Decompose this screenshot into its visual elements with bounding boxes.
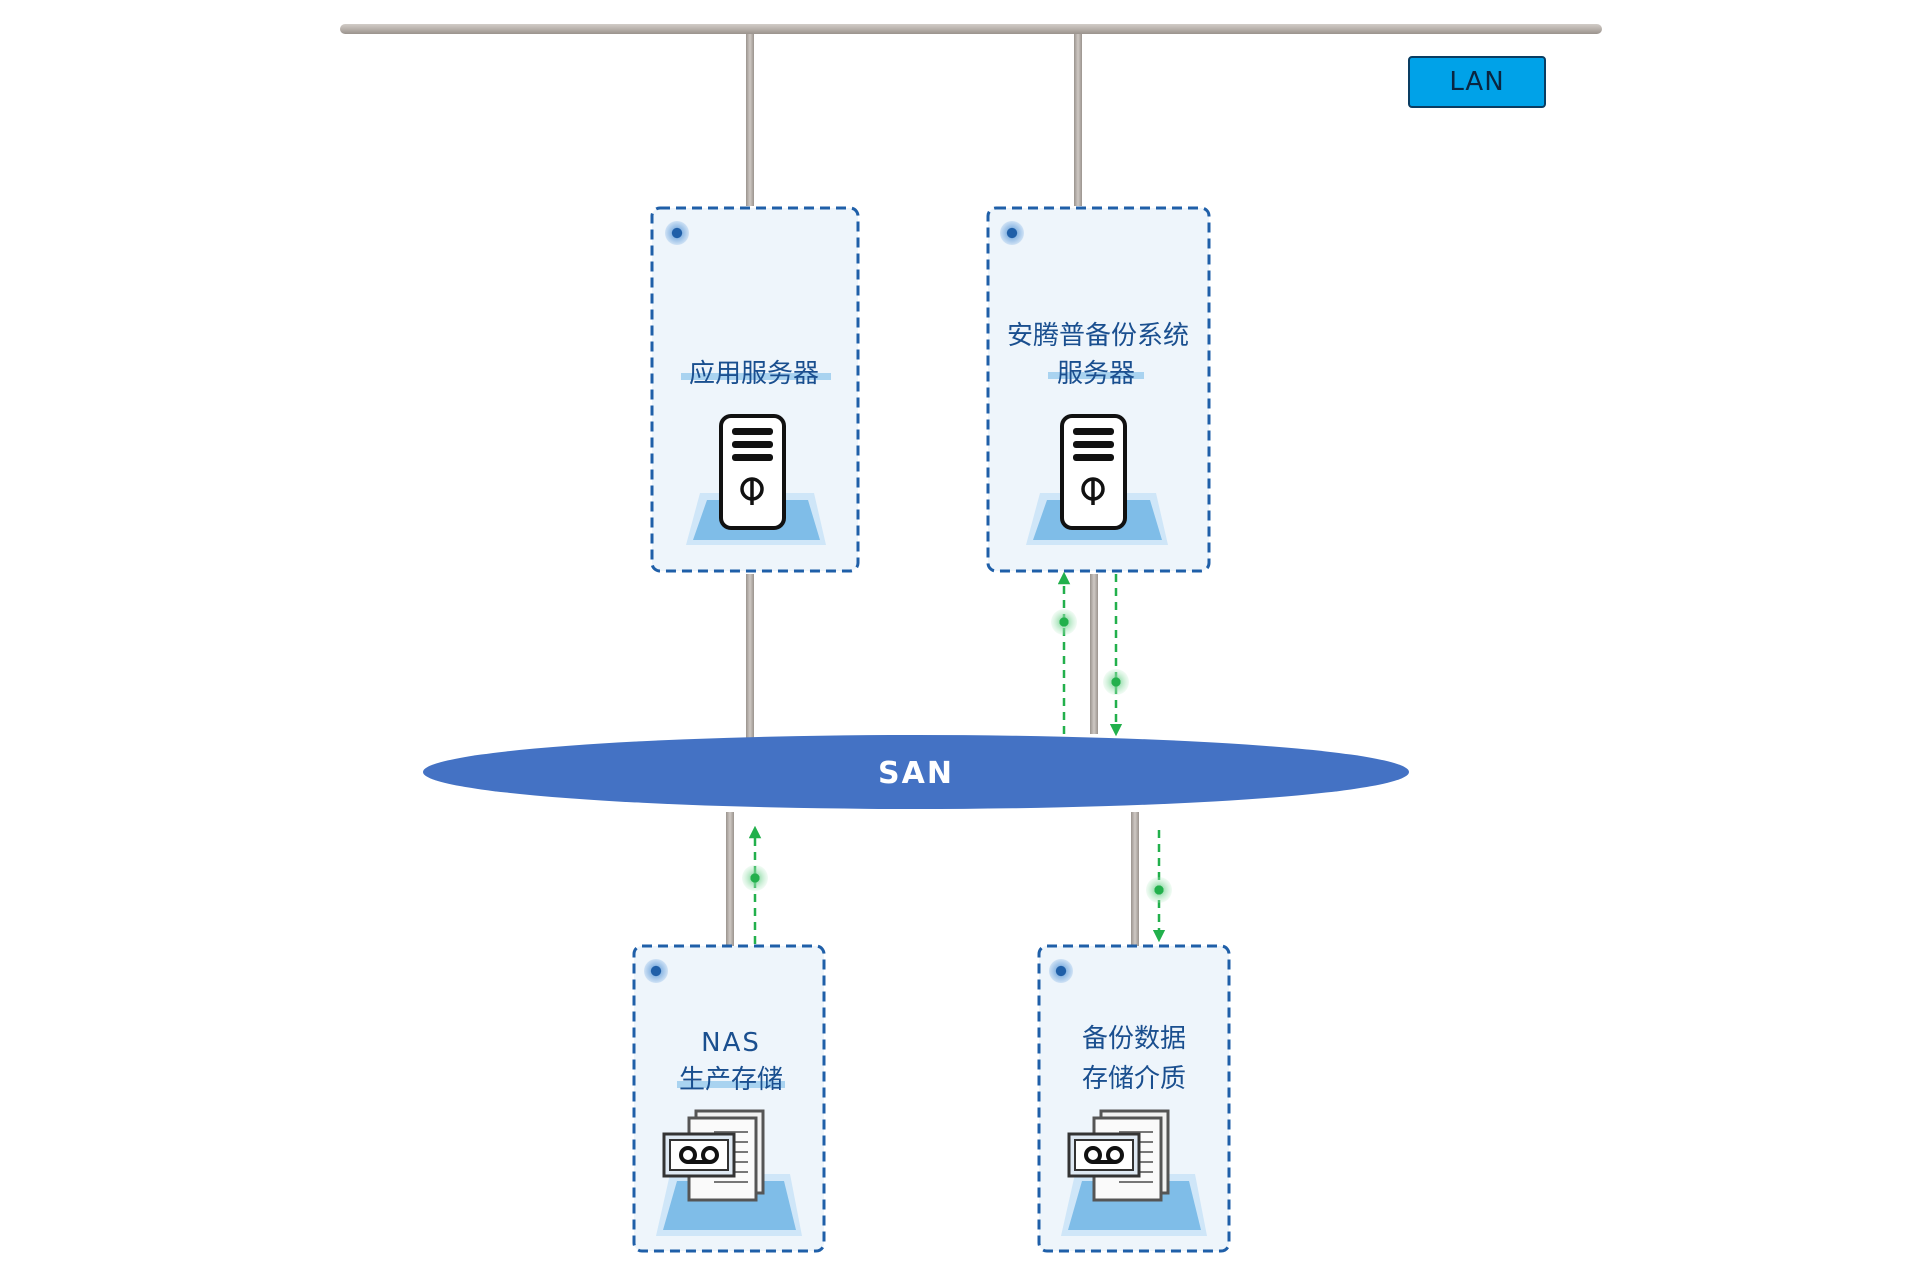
tape-storage-icon bbox=[1067, 1109, 1170, 1202]
flow-san-to-backup-server bbox=[1051, 571, 1077, 734]
link-backup-server-san bbox=[1090, 574, 1098, 734]
link-san-nas bbox=[726, 812, 734, 946]
san-network: SAN bbox=[423, 735, 1409, 809]
server-tower-icon bbox=[1060, 414, 1127, 530]
backup-media-label-line1: 备份数据 bbox=[1082, 1024, 1186, 1054]
status-dot-icon bbox=[665, 221, 689, 245]
lan-label: LAN bbox=[1449, 67, 1504, 97]
backup-server-label-line2: 服务器 bbox=[1057, 359, 1135, 389]
tape-storage-icon bbox=[662, 1109, 765, 1202]
link-san-backup-media bbox=[1131, 812, 1139, 946]
flow-node-icon bbox=[1051, 609, 1077, 635]
backup-media-label-line2: 存储介质 bbox=[1082, 1064, 1186, 1094]
app-server-node: 应用服务器 bbox=[650, 206, 860, 573]
app-server-label: 应用服务器 bbox=[689, 359, 819, 389]
nas-storage-label-line2: 生产存储 bbox=[679, 1065, 783, 1095]
backup-server-node: 安腾普备份系统 服务器 bbox=[986, 206, 1211, 573]
nas-storage-node: NAS 生产存储 bbox=[632, 944, 826, 1253]
link-lan-backup-server bbox=[1074, 34, 1082, 206]
flow-san-to-backup-media bbox=[1146, 830, 1172, 943]
status-dot-icon bbox=[644, 959, 668, 983]
flow-node-icon bbox=[742, 865, 768, 891]
san-label: SAN bbox=[878, 756, 954, 791]
flow-backup-server-to-san bbox=[1103, 574, 1129, 737]
status-dot-icon bbox=[1000, 221, 1024, 245]
flow-node-icon bbox=[1146, 877, 1172, 903]
flow-nas-to-san bbox=[742, 825, 768, 944]
link-lan-app-server bbox=[746, 34, 754, 206]
link-app-server-san bbox=[746, 574, 754, 742]
backup-media-node: 备份数据 存储介质 bbox=[1037, 944, 1231, 1253]
server-tower-icon bbox=[719, 414, 786, 530]
lan-badge: LAN bbox=[1408, 56, 1546, 108]
nas-storage-label-line1: NAS bbox=[701, 1028, 761, 1058]
backup-server-label-line1: 安腾普备份系统 bbox=[1007, 321, 1189, 351]
flow-node-icon bbox=[1103, 669, 1129, 695]
status-dot-icon bbox=[1049, 959, 1073, 983]
lan-bus bbox=[340, 24, 1602, 34]
